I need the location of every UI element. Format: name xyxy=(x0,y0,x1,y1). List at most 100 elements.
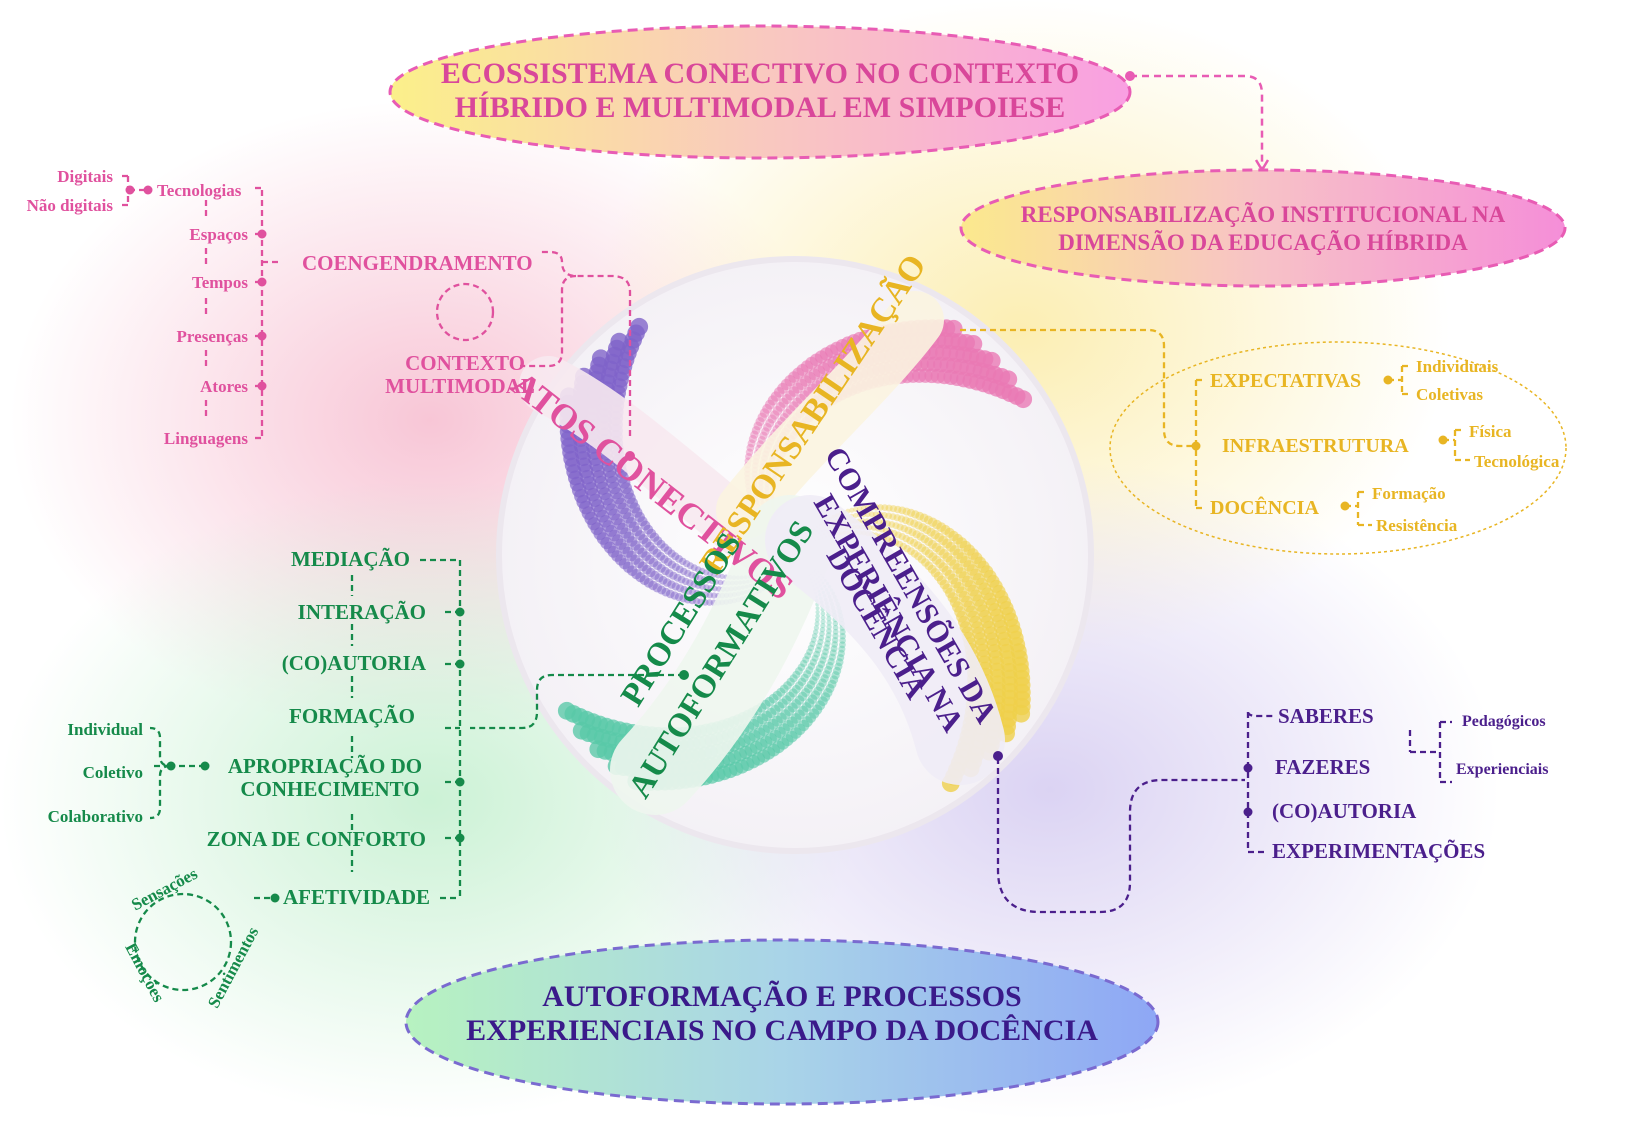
pattern-dot xyxy=(829,649,837,657)
pattern-dot xyxy=(711,572,717,578)
pattern-dot xyxy=(814,646,822,654)
pattern-dot xyxy=(683,595,692,604)
formacao-green: FORMAÇÃO xyxy=(289,704,415,728)
title-right-line1: RESPONSABILIZAÇÃO INSTITUCIONAL NA xyxy=(1021,202,1506,227)
pattern-dot xyxy=(872,518,879,525)
pattern-dot xyxy=(707,570,713,577)
pattern-dot xyxy=(702,591,709,598)
pattern-dot xyxy=(911,510,920,519)
title-top-line2: HÍBRIDO E MULTIMODAL EM SIMPOIESE xyxy=(455,91,1066,124)
pattern-dot xyxy=(817,660,826,668)
pattern-dot xyxy=(849,507,855,513)
title-bottom-line1: AUTOFORMAÇÃO E PROCESSOS xyxy=(542,980,1022,1013)
pattern-dot xyxy=(826,616,832,622)
pattern-dot xyxy=(665,569,674,578)
pattern-dot xyxy=(667,560,677,569)
pattern-dot xyxy=(703,584,710,591)
pattern-dot xyxy=(836,654,845,662)
pattern-dot xyxy=(853,513,859,518)
pattern-dot xyxy=(783,681,792,690)
pattern-dot xyxy=(886,528,894,536)
pattern-dot xyxy=(572,721,591,740)
pattern-dot xyxy=(831,671,840,680)
pattern-dot xyxy=(915,511,924,521)
pattern-dot xyxy=(830,645,838,653)
pattern-dot xyxy=(800,673,809,683)
apropriacao-line2: CONHECIMENTO xyxy=(240,777,419,801)
infraestrutura: INFRAESTRUTURA xyxy=(1222,435,1409,457)
pattern-dot xyxy=(610,332,629,351)
pattern-dot xyxy=(677,575,686,584)
pattern-dot xyxy=(686,562,694,570)
pattern-dot xyxy=(918,523,927,532)
pattern-dot xyxy=(667,549,676,558)
pattern-dot xyxy=(706,599,713,606)
purple-dot xyxy=(1243,807,1253,817)
pattern-dot xyxy=(815,606,820,611)
coletivo: Coletivo xyxy=(83,763,143,782)
pattern-dot xyxy=(920,534,929,544)
pattern-dot xyxy=(880,519,887,526)
pattern-dot xyxy=(763,423,772,432)
pattern-dot xyxy=(857,512,863,518)
pattern-dot xyxy=(885,512,893,520)
pattern-dot xyxy=(832,624,839,631)
pattern-dot xyxy=(824,640,831,647)
coletivas: Coletivas xyxy=(1416,385,1483,404)
pattern-dot xyxy=(800,659,808,668)
gold-dot xyxy=(1438,435,1448,445)
pink-dot xyxy=(143,185,153,195)
title-bottom-line2: EXPERIENCIAIS NO CAMPO DA DOCÊNCIA xyxy=(466,1014,1098,1047)
pattern-dot xyxy=(792,670,801,679)
pattern-dot xyxy=(902,507,911,516)
pattern-dot xyxy=(807,662,816,670)
pattern-dot xyxy=(877,504,884,511)
pattern-dot xyxy=(656,551,666,561)
fisica: Física xyxy=(1469,422,1512,441)
pattern-dot xyxy=(919,513,929,523)
pattern-dot xyxy=(675,555,683,563)
pattern-dot xyxy=(676,584,684,593)
apropriacao-line1: APROPRIAÇÃO DO xyxy=(228,754,422,778)
pattern-dot xyxy=(864,518,870,524)
interacao: INTERAÇÃO xyxy=(298,600,426,624)
pattern-dot xyxy=(914,552,923,561)
green-anchor-dot xyxy=(679,670,689,680)
pattern-dot xyxy=(666,589,675,599)
pattern-dot xyxy=(982,351,1001,370)
pattern-dot xyxy=(888,521,896,528)
pattern-dot xyxy=(899,542,908,550)
pattern-dot xyxy=(912,530,921,539)
pattern-dot xyxy=(805,666,814,675)
pattern-dot xyxy=(791,684,801,694)
pattern-dot xyxy=(671,563,680,572)
pattern-dot xyxy=(944,319,963,338)
pattern-dot xyxy=(917,555,927,564)
gold-group-ellipse xyxy=(1109,341,1567,555)
tecnologias: Tecnologias xyxy=(157,181,242,200)
pattern-dot xyxy=(809,676,818,685)
pattern-dot xyxy=(707,585,714,592)
pattern-dot xyxy=(693,589,701,597)
pattern-dot xyxy=(814,617,820,623)
purple-branch-lines xyxy=(996,711,1452,914)
pattern-dot xyxy=(853,506,859,512)
pattern-dot xyxy=(809,640,816,648)
pattern-dot xyxy=(877,511,884,518)
pattern-dot xyxy=(809,658,818,666)
pattern-dot xyxy=(826,628,832,634)
band-comp xyxy=(765,495,1005,785)
pattern-dot xyxy=(670,591,679,600)
pattern-dot xyxy=(700,576,708,583)
pattern-dot xyxy=(878,526,886,533)
pattern-dot xyxy=(630,317,649,336)
pattern-dot xyxy=(658,575,668,585)
mediacao: MEDIAÇÃO xyxy=(291,547,410,571)
pattern-dot xyxy=(924,561,934,571)
pattern-dot xyxy=(671,582,680,591)
pattern-dot xyxy=(908,528,917,537)
pattern-dot xyxy=(822,670,831,679)
pattern-dot xyxy=(824,666,833,674)
pattern-dot xyxy=(751,426,761,435)
